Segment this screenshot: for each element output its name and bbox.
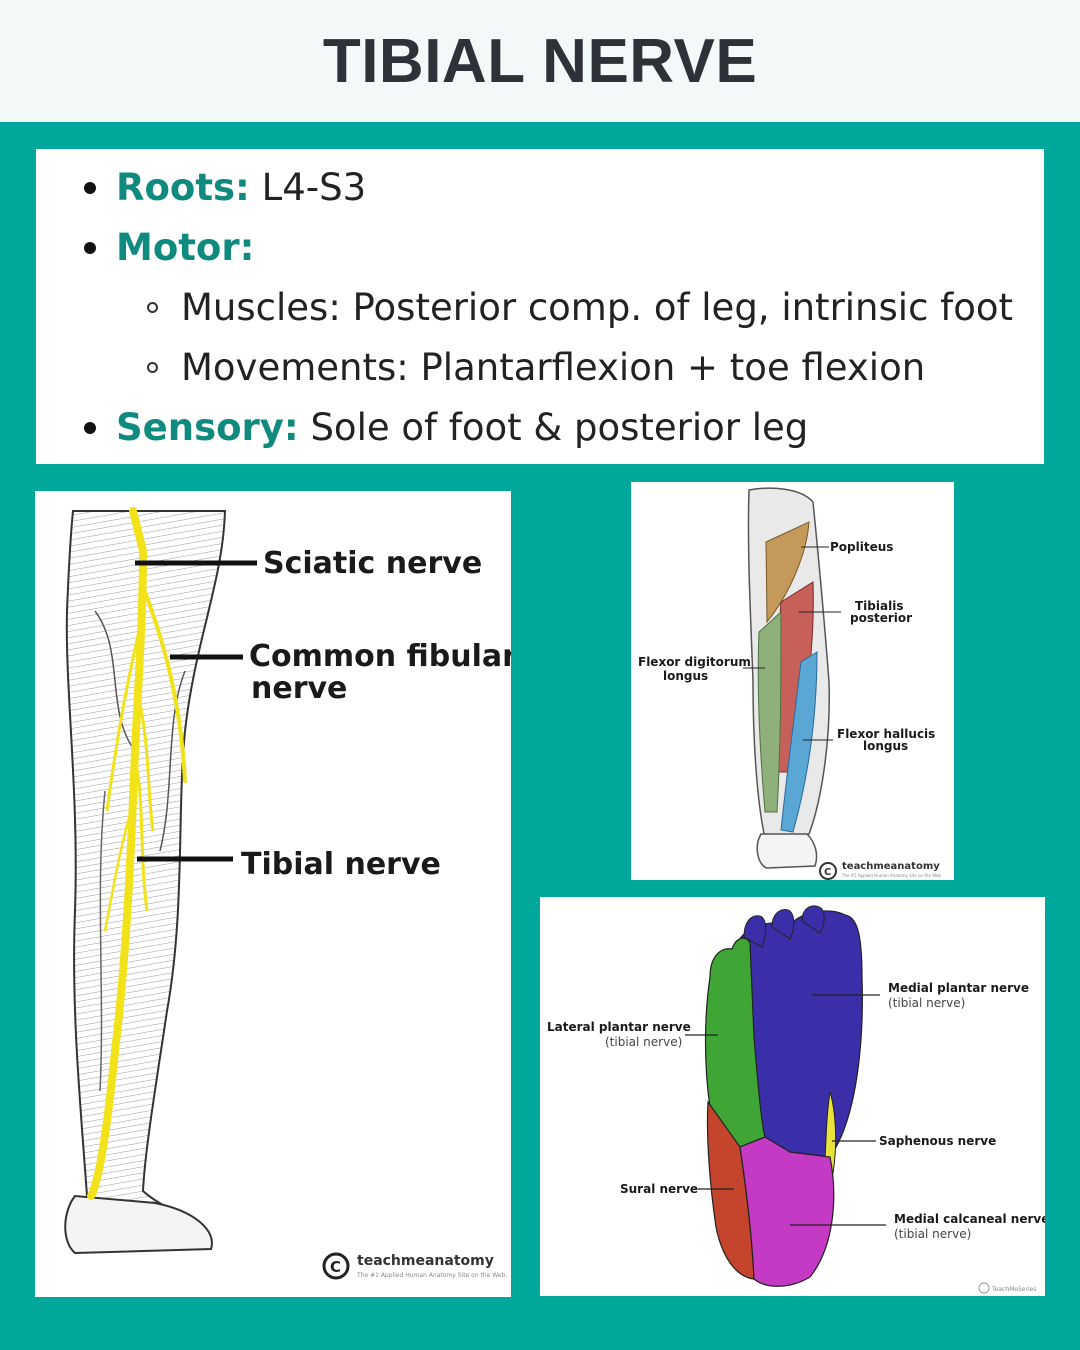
fibular-branch-path: [139, 579, 187, 783]
flexor-digitorum-label-line2: longus: [663, 669, 708, 683]
leg-svg: Sciatic nerve Common fibular nerve Tibia…: [64, 507, 511, 1280]
motor-movements: Movements: Plantarflexion + toe flexion: [181, 346, 926, 389]
bullet-dot: [84, 182, 96, 194]
brand-tagline: The #1 Applied Human Anatomy Site on the…: [841, 873, 941, 878]
sub-bullet-circle: [147, 302, 158, 313]
tibialis-posterior-label-line1: Tibialis: [855, 599, 903, 613]
leg-outline: [65, 510, 227, 1253]
sensory-row: Sensory: Sole of foot & posterior leg: [116, 406, 808, 450]
medial-calcaneal-region: [739, 1136, 835, 1287]
brand-name: TeachMeSeries: [991, 1286, 1036, 1293]
brand-name: teachmeanatomy: [842, 861, 940, 872]
muscle-svg: Popliteus Tibialis posterior Flexor digi…: [638, 487, 941, 880]
common-fibular-label-line2: nerve: [251, 671, 347, 706]
common-fibular-label-line1: Common fibular: [249, 639, 511, 674]
svg-text:C: C: [330, 1258, 341, 1276]
flexor-digitorum-longus-muscle: [757, 610, 782, 813]
foot-sensory-map: Medial plantar nerve (tibial nerve) Late…: [540, 897, 1045, 1296]
copyright-icon: [322, 1252, 350, 1280]
popliteus-muscle: [765, 521, 810, 624]
copyright-icon: [819, 862, 837, 880]
medial-plantar-sub-label: (tibial nerve): [888, 996, 965, 1010]
popliteus-label: Popliteus: [830, 540, 893, 554]
lateral-plantar-region: [704, 937, 766, 1148]
tibial-nerve-label: Tibial nerve: [241, 847, 441, 882]
svg-text:C: C: [824, 867, 831, 878]
roots-row: Roots: L4-S3: [116, 166, 366, 210]
roots-label: Roots:: [116, 166, 250, 209]
bullet-dot: [84, 242, 96, 254]
tibialis-posterior-label-line2: posterior: [850, 611, 912, 625]
lateral-plantar-sub-label: (tibial nerve): [605, 1035, 682, 1049]
sub-bullet-circle: [147, 362, 158, 373]
flexor-hallucis-label-line2: longus: [863, 739, 908, 753]
motor-muscles: Muscles: Posterior comp. of leg, intrins…: [181, 286, 1013, 329]
sciatic-nerve-path: [87, 507, 148, 1200]
sensory-value: Sole of foot & posterior leg: [298, 406, 809, 449]
motor-label: Motor:: [116, 226, 255, 269]
flexor-hallucis-label-line1: Flexor hallucis: [837, 727, 935, 741]
medial-plantar-label: Medial plantar nerve: [888, 981, 1029, 995]
sciatic-nerve-label: Sciatic nerve: [263, 546, 482, 581]
brand-tagline: The #1 Applied Human Anatomy Site on the…: [356, 1272, 507, 1279]
motor-row: Motor:: [116, 226, 254, 270]
medial-calcaneal-label: Medial calcaneal nerve: [894, 1212, 1045, 1226]
sensory-label: Sensory:: [116, 406, 299, 449]
flexor-hallucis-longus-muscle: [780, 651, 818, 833]
posterior-leg-muscles-illustration: Popliteus Tibialis posterior Flexor digi…: [631, 482, 954, 880]
copyright-icon: [978, 1282, 990, 1294]
info-box: Roots: L4-S3 Motor: Muscles: Posterior c…: [36, 149, 1044, 464]
roots-value: L4-S3: [249, 166, 367, 209]
saphenous-label: Saphenous nerve: [879, 1134, 996, 1148]
brand-name: teachmeanatomy: [357, 1253, 494, 1269]
flexor-digitorum-label-line1: Flexor digitorum: [638, 655, 751, 669]
heel-outline: [64, 1194, 213, 1255]
heel-outline: [756, 833, 818, 869]
sural-label: Sural nerve: [620, 1182, 698, 1196]
foot-svg: Medial plantar nerve (tibial nerve) Late…: [547, 905, 1045, 1294]
title-banner: TIBIAL NERVE: [0, 0, 1080, 122]
leg-nerve-illustration: Sciatic nerve Common fibular nerve Tibia…: [35, 491, 511, 1297]
page-title: TIBIAL NERVE: [322, 26, 758, 96]
medial-calcaneal-sub-label: (tibial nerve): [894, 1227, 971, 1241]
bullet-dot: [84, 422, 96, 434]
lateral-plantar-label: Lateral plantar nerve: [547, 1020, 691, 1034]
